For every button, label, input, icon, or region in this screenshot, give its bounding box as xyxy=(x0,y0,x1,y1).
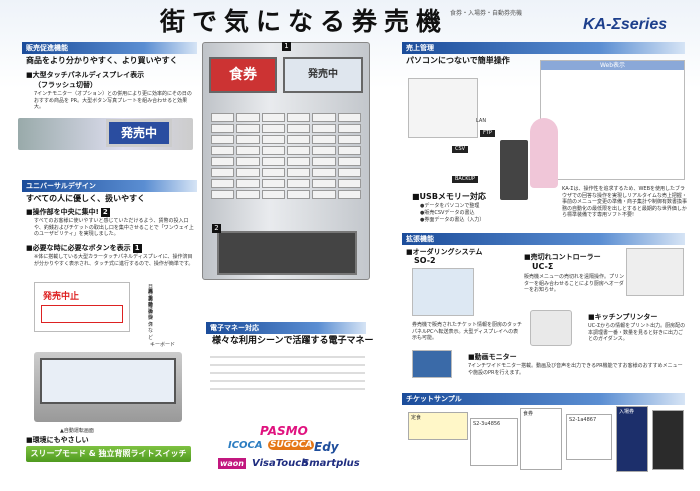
monitor-device xyxy=(412,350,452,378)
usb-item: ●販売CSVデータの書込 xyxy=(420,210,475,216)
machine-sign-panel: 食券 xyxy=(209,57,277,93)
sign-shokken: 食券 xyxy=(229,67,257,83)
band-extensions: 拡張機能 xyxy=(402,233,685,245)
heading-touch-panel-sub: （フラッシュ切替） xyxy=(34,81,97,89)
touch-screen-panel: 発売中止 xyxy=(34,282,130,332)
page-title: 街で気になる券売機 xyxy=(160,7,449,36)
staff-illustration xyxy=(530,118,558,188)
machine-icon xyxy=(500,140,528,200)
lead-sales: 商品をより分かりやすく、より買いやすく xyxy=(26,56,178,65)
badge-2: 2 xyxy=(100,208,110,217)
controller-name: UC-Σ xyxy=(532,262,554,271)
usb-item: ●券面データの書込（入力） xyxy=(420,217,485,223)
ticket-sample: 定食 xyxy=(408,412,468,440)
page-subtitle: 食券・入場券・自動券売機 xyxy=(450,10,523,17)
lead-sales-management: パソコンにつないで簡単操作 xyxy=(406,56,510,65)
ticket-sample: S2-1a4867 xyxy=(566,414,612,460)
panel-label: 売上の操作 xyxy=(148,289,154,321)
desc-controller: 販売機メニューの売切れを遠隔操作。プリンターを組み合わせることにより厨房へオーダ… xyxy=(524,274,625,293)
heading-controller: ■売切れコントローラー xyxy=(524,253,601,261)
logo-waon: waon xyxy=(218,458,246,469)
ordering-monitor xyxy=(412,268,474,316)
machine-touch-screen: 発売中 xyxy=(283,57,363,93)
control-panel-photo xyxy=(34,352,182,422)
desc-centralized: すべてのお客様に使いやすいと感じていただけるよう、貨幣の投入口や、釣銭およびチケ… xyxy=(34,218,194,237)
band-sales-management: 売上管理 xyxy=(402,42,685,54)
lead-universal: すべての人に優しく、扱いやすく xyxy=(26,194,146,203)
panel-label: 異常時の操作 xyxy=(148,289,154,328)
desc-printer: UC-Σからの情報をプリント出力。厨房配の本調理書一番・数量を見ると好きに出力ご… xyxy=(588,323,686,342)
band-ticket-samples: チケットサンプル xyxy=(402,393,685,405)
panel-label: 日付の操作 xyxy=(148,284,154,316)
desc-touch-panel: 7インチモニター（オプション）との併用により更に効率的にその日のおすすめ商品を … xyxy=(34,91,192,110)
lan-label: LAN xyxy=(476,118,487,124)
desc-monitor: 7インチワイドモニター搭載。動画及び音声を出力できるPR機能ですお客様のおすすめ… xyxy=(468,363,683,376)
web-screen: Web表示 xyxy=(540,60,685,180)
control-screen xyxy=(40,358,176,404)
heading-eco: ■環境にもやさしい xyxy=(26,436,89,444)
usb-item: ●データをパソコンで整理 xyxy=(420,203,480,209)
callout-1: 1 xyxy=(282,42,291,51)
callout-2: 2 xyxy=(212,224,221,233)
logo-pasmo: PASMO xyxy=(260,424,308,438)
menu-button-grid xyxy=(211,113,361,199)
eco-feature-bar: スリープモード & 独立背照ライトスイッチ xyxy=(26,446,191,462)
ftp-label: FTP xyxy=(480,130,495,137)
badge-1: 1 xyxy=(132,244,142,253)
ordering-name: SO-2 xyxy=(414,256,436,265)
heading-monitor: ■動画モニター xyxy=(468,353,517,361)
ticket-machine-upper: 食券 発売中 xyxy=(202,42,370,280)
web-screen-title: Web表示 xyxy=(541,61,684,70)
desc-web-management: KA-Σは、操作性を追求するため、WEBを使用したブラウザでの回答な操作を実現し… xyxy=(562,186,688,218)
ticket-sample: 入場券 xyxy=(616,406,648,472)
ticket-sample: 食券 xyxy=(520,408,562,470)
heading-printer: ■キッチンプリンター xyxy=(588,313,658,321)
desc-buttons: ※体に搭載している大型カラータッチパネルディスプレイに、操作済目が分かりやすく表… xyxy=(34,254,194,267)
logo-visatouch: VisaTouch xyxy=(252,458,309,469)
heading-touch-panel: ■大型タッチパネルディスプレイ表示 xyxy=(26,71,145,79)
logo-icoca: ICOCA xyxy=(228,440,263,451)
band-universal-design: ユニバーサルデザイン xyxy=(22,180,197,192)
logo-sugoca: SUGOCA xyxy=(268,440,315,450)
heading-ordering: ■オーダリングシステム xyxy=(406,248,483,256)
emoney-notes xyxy=(210,350,365,420)
keyboard-label: キーボード xyxy=(150,342,176,348)
ticket-sample: S2-3u4856 xyxy=(470,418,518,466)
heading-centralized: ■操作部を中央に集中!2 xyxy=(26,207,110,217)
screen-caption: ▲自動運転画面 xyxy=(60,428,94,434)
band-sales-promotion: 販売促進機能 xyxy=(22,42,197,54)
backup-label: BACKUP xyxy=(452,176,479,183)
coin-slot-area xyxy=(217,231,357,275)
pc-photo xyxy=(408,78,478,138)
controller-device xyxy=(626,248,684,296)
panel-label: 再集計 xyxy=(148,289,154,308)
heading-usb: ■USBメモリー対応 xyxy=(412,192,486,201)
logo-edy: Edy xyxy=(314,440,339,454)
screen-hatsubai: 発売中 xyxy=(308,69,338,80)
panel-label: メンテナンスなど xyxy=(148,289,154,341)
csv-label: CSV xyxy=(452,146,469,153)
series-logo: KA-Σseries xyxy=(583,16,668,33)
panel-title: 発売中止 xyxy=(43,292,80,302)
ticket-sample xyxy=(652,410,684,470)
panel-content xyxy=(41,305,123,323)
logo-smartplus: Smartplus xyxy=(302,458,360,469)
printer-device xyxy=(530,310,572,346)
sign-hatsubai: 発売中 xyxy=(106,119,172,147)
lead-emoney: 様々な利用シーンで活躍する電子マネー xyxy=(212,336,374,346)
desc-ordering: 券売機で販売されたチケット情報を厨房のタッチパネルPCへ転送表示。大型ディスプレ… xyxy=(412,322,523,341)
band-emoney: 電子マネー対応 xyxy=(206,322,366,334)
